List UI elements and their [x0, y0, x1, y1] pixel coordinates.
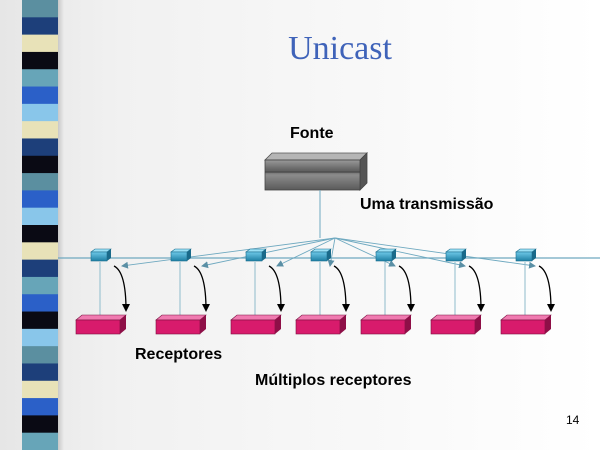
stripe-block — [22, 207, 58, 226]
switch-icon — [245, 248, 267, 262]
stripe-block — [22, 363, 58, 382]
switch-icon — [515, 248, 537, 262]
transmission-fan — [121, 237, 536, 269]
stripe-block — [22, 432, 58, 450]
stripe-block — [22, 328, 58, 347]
delivery-arrow — [468, 265, 485, 312]
stripe-block — [22, 103, 58, 122]
transmission-line — [327, 237, 336, 267]
stripe-block — [22, 190, 58, 209]
source-label: Fonte — [290, 125, 334, 142]
transmission-line — [276, 237, 336, 267]
delivery-arrow — [193, 265, 210, 312]
stripe-block — [22, 346, 58, 364]
receiver-icon — [155, 314, 207, 335]
stripe-block — [22, 415, 58, 434]
stripe-shadow — [58, 0, 64, 450]
stripe-block — [22, 259, 58, 278]
stripe-block — [22, 294, 58, 313]
stripe-block — [22, 86, 58, 105]
delivery-arrow — [538, 265, 555, 312]
stripe-block — [22, 155, 58, 174]
transmission-line — [334, 237, 466, 269]
switch-icon — [375, 248, 397, 262]
receiver-icon — [500, 314, 552, 335]
stripe-block — [22, 0, 58, 18]
stripe-block — [22, 173, 58, 191]
source-server-icon — [264, 152, 368, 191]
receiver-icon — [230, 314, 282, 335]
transmission-line — [334, 237, 536, 269]
stripe-block — [22, 276, 58, 295]
receivers-label: Receptores — [135, 346, 223, 363]
transmission-line — [334, 237, 396, 267]
stripe-block — [22, 69, 58, 88]
stripe-block — [22, 398, 58, 416]
switch-icon — [90, 248, 112, 262]
stripe-block — [22, 242, 58, 261]
switch-icon — [170, 248, 192, 262]
stripe-block — [22, 380, 58, 399]
transmission-line — [201, 237, 336, 269]
delivery-arrow — [333, 265, 350, 312]
receiver-icon — [75, 314, 127, 335]
slide-title: Unicast — [288, 30, 392, 67]
stripe-block — [22, 17, 58, 36]
delivery-arrow — [398, 265, 415, 312]
transmission-label: Uma transmissão — [360, 196, 494, 213]
switch-icon — [445, 248, 467, 262]
receiver-icon — [430, 314, 482, 335]
switch-icon — [310, 248, 332, 262]
delivery-arrow — [268, 265, 285, 312]
receiver-icon — [295, 314, 347, 335]
switches — [90, 248, 537, 318]
stripe-block — [22, 225, 58, 243]
stripe-block — [22, 51, 58, 70]
stripe-block — [22, 34, 58, 53]
receiver-icon — [360, 314, 412, 335]
stripe-block — [22, 311, 58, 330]
receivers — [75, 265, 555, 335]
page-number: 14 — [566, 413, 580, 427]
delivery-arrow — [113, 265, 130, 312]
transmission-line — [121, 237, 336, 269]
decorative-stripe — [22, 0, 58, 450]
stripe-block — [22, 138, 58, 157]
multiple-receivers-label: Múltiplos receptores — [255, 372, 412, 389]
stripe-block — [22, 121, 58, 139]
